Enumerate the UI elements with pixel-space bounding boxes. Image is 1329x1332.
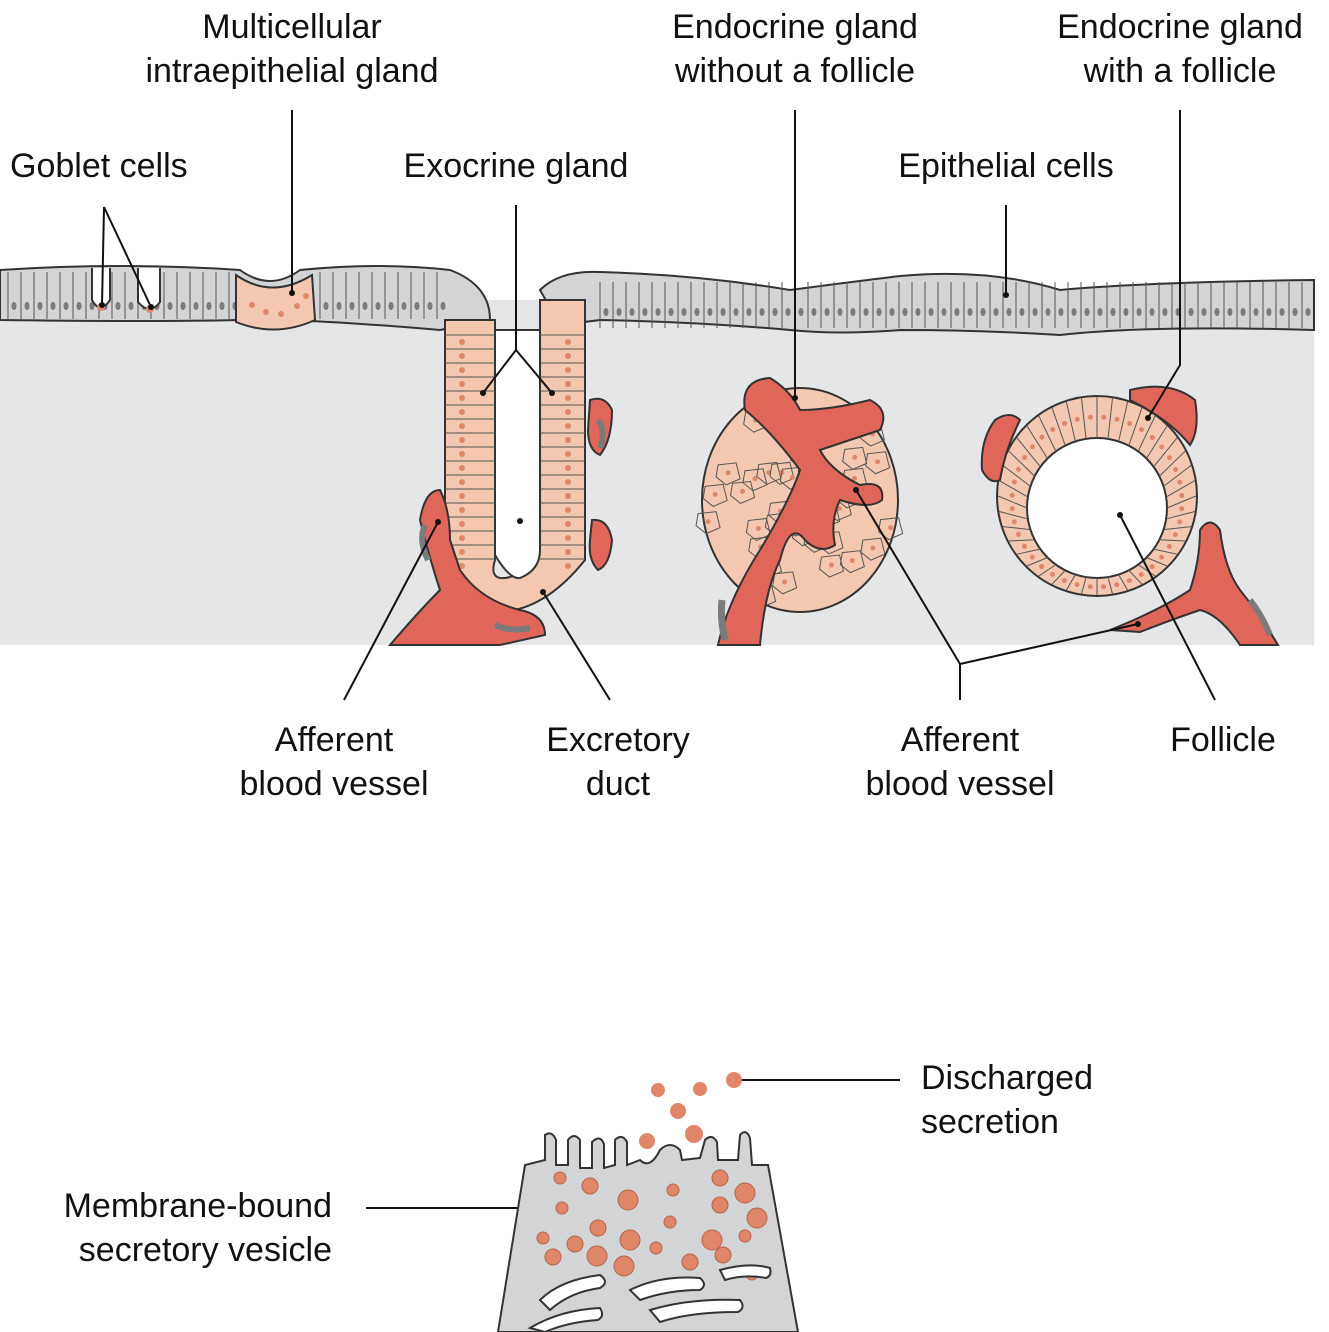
exocrine-gland (444, 299, 586, 614)
multicellular-gland (235, 273, 317, 331)
label-exocrine-gland: Exocrine gland (403, 147, 629, 185)
label-goblet-cells: Goblet cells (10, 147, 188, 185)
label-epithelial-cells: Epithelial cells (898, 147, 1114, 185)
exocrine-blood-vessels (387, 397, 614, 646)
label-excretory-duct: Excretory duct (546, 721, 690, 803)
leader-dots (99, 290, 1151, 1211)
label-membrane-bound-vesicle: Membrane-bound secretory vesicle (63, 1187, 332, 1269)
leader-lines (101, 110, 1216, 1209)
label-afferent-vessel-left: Afferent blood vessel (239, 721, 429, 803)
label-multicellular-gland: Multicellular intraepithelial gland (145, 8, 439, 90)
label-follicle: Follicle (1170, 721, 1276, 759)
discharged-secretion-droplets (639, 1072, 742, 1149)
endocrine-gland-without-follicle (695, 376, 904, 646)
label-endocrine-with-follicle: Endocrine gland with a follicle (1057, 8, 1303, 90)
label-afferent-vessel-right: Afferent blood vessel (865, 721, 1055, 803)
endocrine-gland-with-follicle (980, 385, 1280, 646)
label-discharged-secretion: Discharged secretion (921, 1059, 1093, 1141)
epithelium-right (538, 270, 1315, 337)
label-endocrine-without-follicle: Endocrine gland without a follicle (672, 8, 918, 90)
secretory-cell (496, 1131, 800, 1332)
